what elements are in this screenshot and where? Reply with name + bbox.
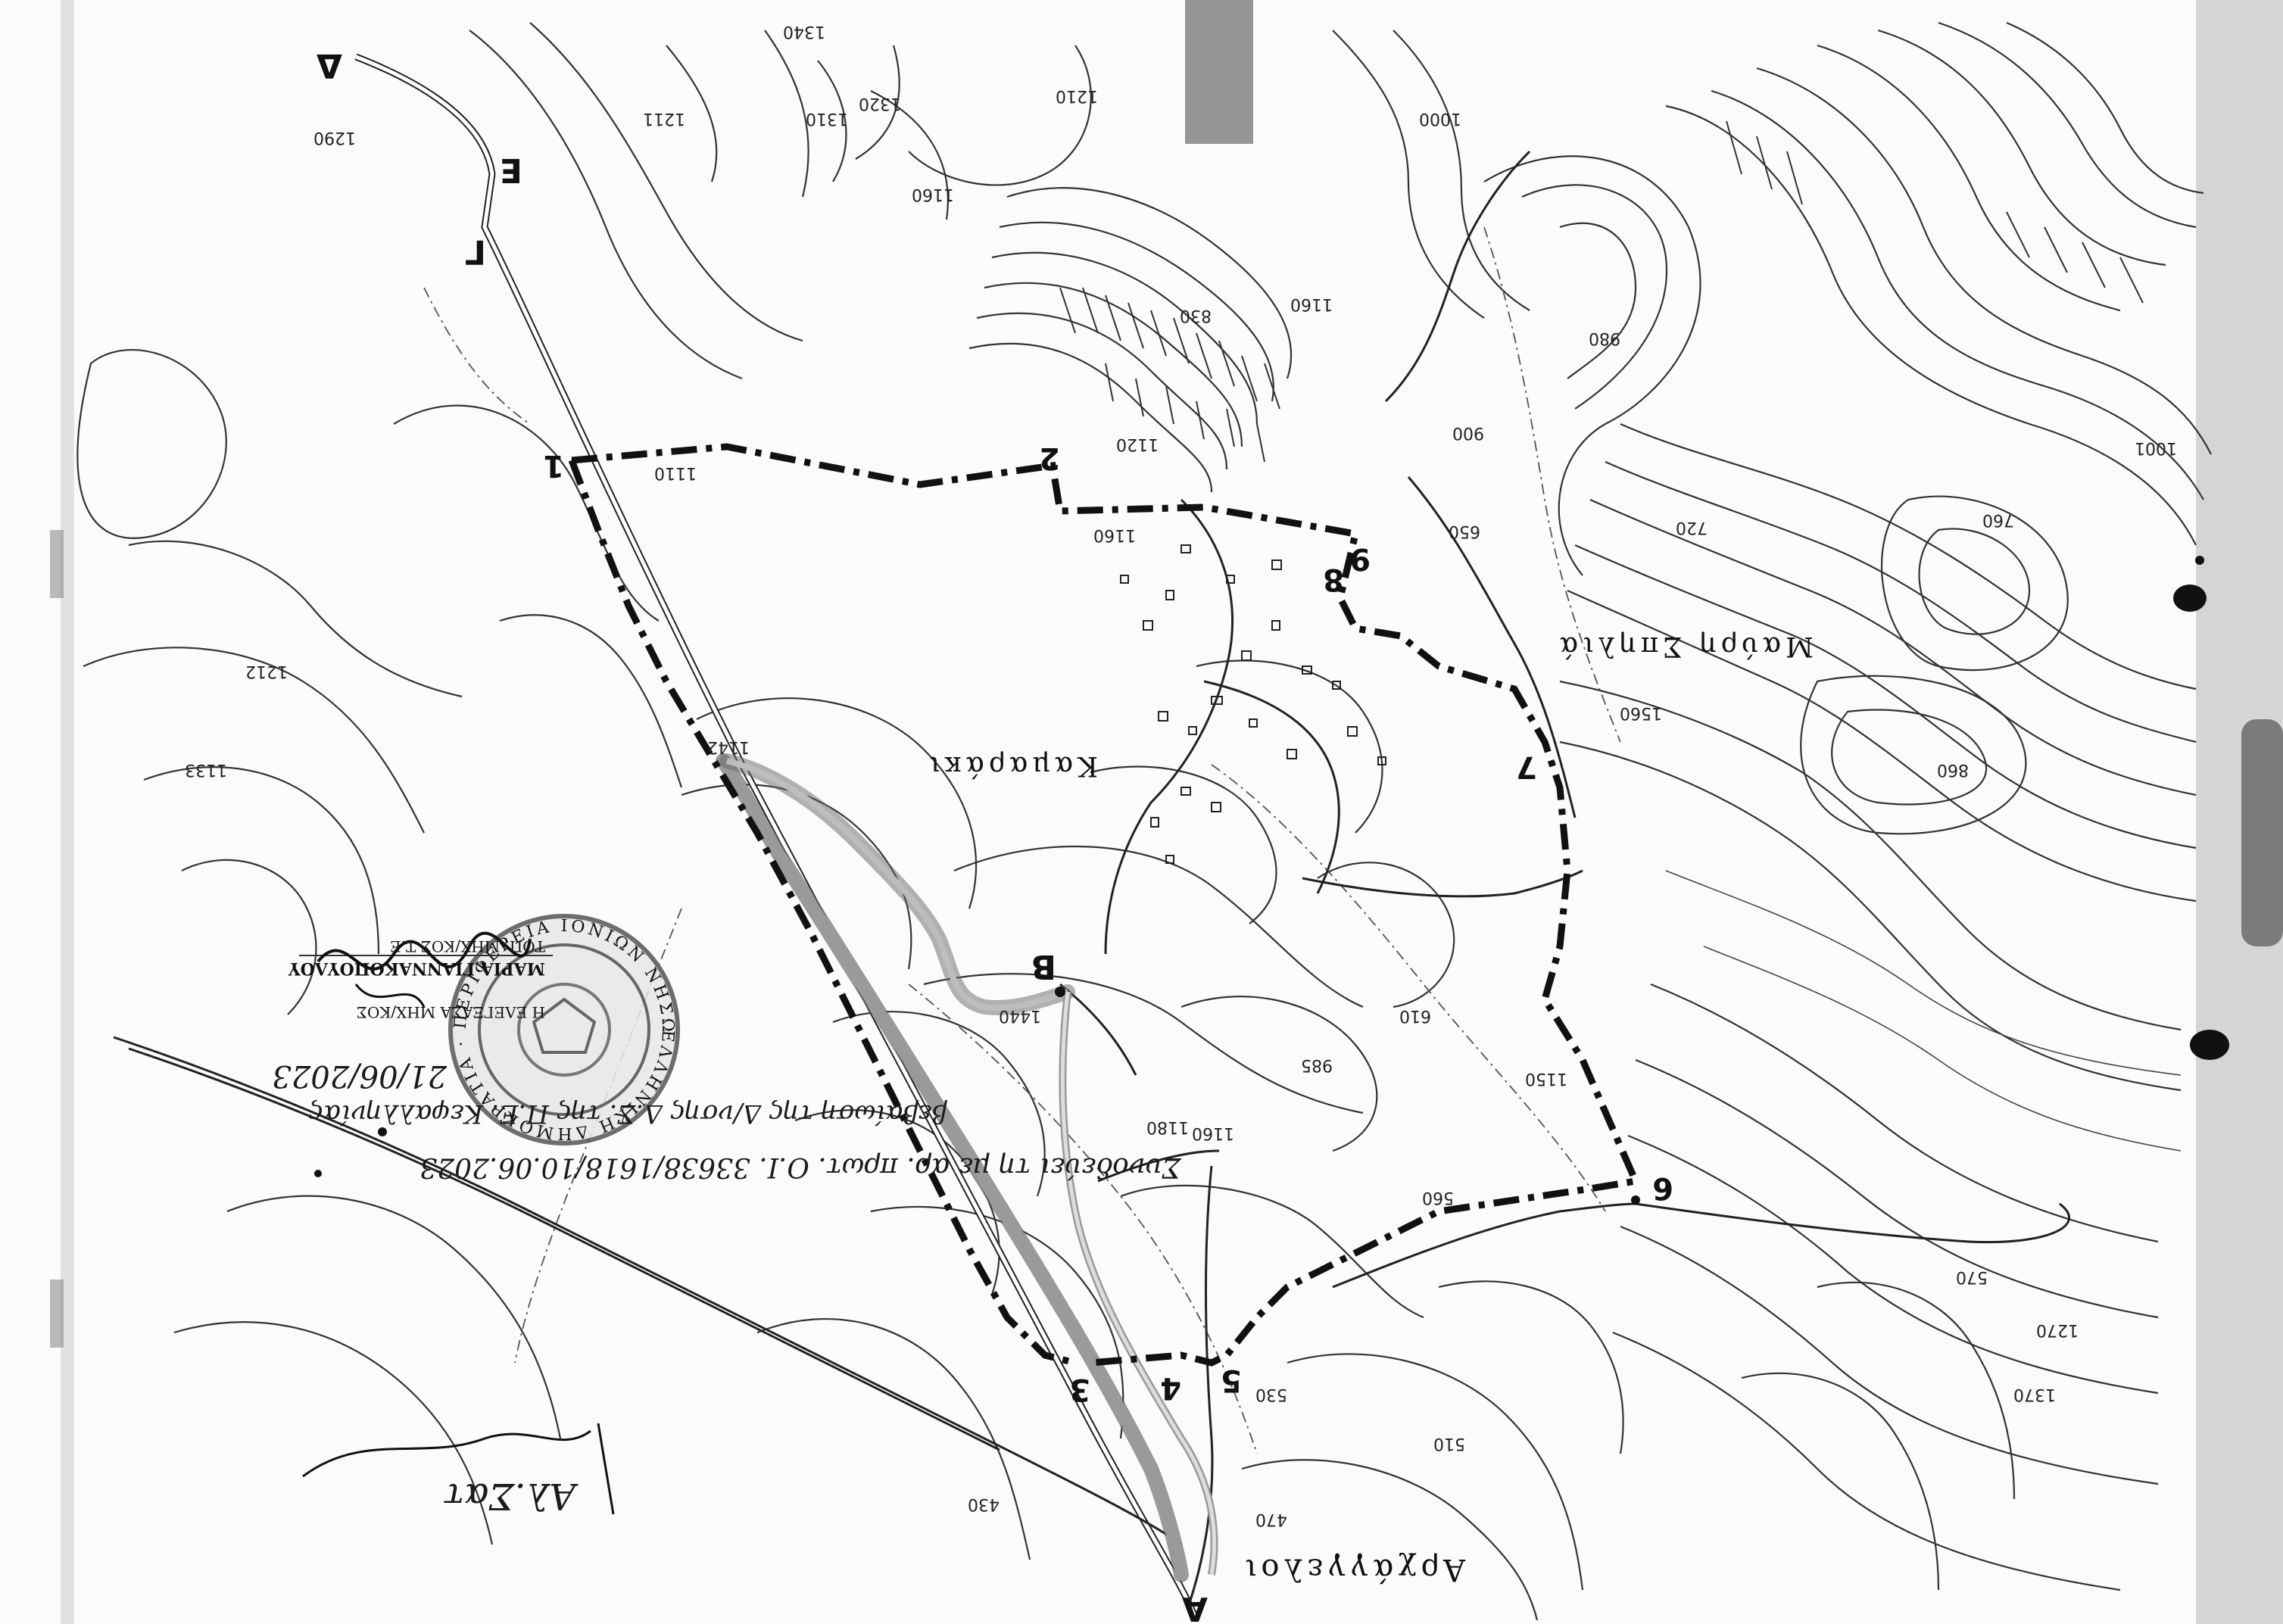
elevation-label: 430 — [968, 1495, 1000, 1513]
note-line-2: βεβαίωση της Δ/νσης Δ.Σ. της Π.Ε. Κεφαλλ… — [308, 1099, 948, 1129]
elevation-label: 1210 — [1056, 86, 1098, 105]
elevation-label: 1310 — [806, 109, 848, 128]
handwritten-note: 21/06/2023 βεβαίωση της Δ/νσης Δ.Σ. της … — [272, 1058, 1183, 1517]
settlement-boundary — [568, 443, 1641, 1367]
road-point-A: Α — [1182, 1589, 1208, 1624]
elevation-label: 570 — [1956, 1267, 1988, 1286]
road-point-G: Γ — [465, 232, 486, 271]
elevation-label: 1340 — [783, 22, 825, 41]
elevation-label: 1110 — [654, 463, 697, 482]
elevation-label: 1160 — [912, 185, 954, 204]
elevation-label: 1160 — [1093, 525, 1136, 544]
village-buildings — [1120, 544, 1386, 864]
elevation-label: 830 — [1180, 306, 1212, 325]
road-point-E: Ε — [500, 151, 522, 189]
boundary-point-5: 5 — [1221, 1363, 1242, 1398]
elevation-label: 1270 — [2036, 1320, 2079, 1339]
slope-hatching — [1059, 120, 2144, 463]
signature: Αλ.Σατ — [443, 1475, 579, 1517]
elevation-label: 610 — [1399, 1006, 1431, 1025]
elevation-label: 1320 — [859, 94, 901, 113]
road-point-B: Β — [1031, 947, 1056, 986]
elevation-label: 1133 — [185, 760, 227, 779]
boundary-point-labels: 1 2 3 4 5 6 7 8 9 — [543, 441, 1673, 1407]
elevation-label: 980 — [1589, 329, 1620, 348]
boundary-point-1: 1 — [543, 448, 564, 483]
map-marks — [314, 556, 2204, 1205]
elevation-label: 900 — [1452, 423, 1484, 442]
place-archangelos: Αρχάγγελοι — [1240, 1552, 1466, 1587]
elevation-labels: 1212 1210 1290 1340 1320 1310 1211 1160 … — [185, 22, 2177, 1529]
elevation-label: 1180 — [1146, 1117, 1189, 1136]
official-stamp: ΕΛΛΗΝΙΚΗ ΔΗΜΟΚΡΑΤΙΑ · ΠΕΡΙΦΕΡΕΙΑ ΙΟΝΙΩΝ … — [448, 914, 680, 1146]
elevation-label: 760 — [1982, 510, 2014, 529]
boundary-point-3: 3 — [1069, 1372, 1090, 1407]
elevation-label: 1290 — [313, 128, 356, 147]
road-point-D: Δ — [317, 46, 342, 85]
elevation-label: 1001 — [2135, 438, 2177, 457]
elevation-label: 1150 — [1525, 1069, 1567, 1088]
elevation-label: 1212 — [245, 662, 288, 681]
elevation-label: 1370 — [2013, 1385, 2056, 1404]
elevation-label: 1120 — [1116, 435, 1159, 454]
punch-holes — [50, 530, 64, 1348]
elevation-label: 860 — [1937, 760, 1969, 779]
elevation-label: 1211 — [643, 109, 685, 128]
elevation-label: 650 — [1449, 522, 1480, 541]
elevation-label: 1160 — [1192, 1124, 1234, 1142]
boundary-point-2: 2 — [1039, 441, 1060, 475]
place-kamaraki: Καμαράκι — [925, 750, 1098, 781]
boundary-point-7: 7 — [1516, 750, 1537, 784]
elevation-label: 470 — [1255, 1510, 1287, 1529]
elevation-label: 985 — [1301, 1055, 1333, 1074]
elevation-label: 510 — [1433, 1434, 1465, 1453]
highlighted-road — [716, 753, 1218, 1582]
place-names: Καμαράκι Μαύρη Σπηλιά Αρχάγγελοι — [925, 631, 1814, 1587]
elevation-label: 530 — [1255, 1385, 1287, 1404]
note-date: 21/06/2023 — [272, 1058, 448, 1093]
place-mavri-spilia: Μαύρη Σπηλιά — [1555, 631, 1814, 662]
elevation-label: 1560 — [1620, 703, 1662, 722]
elevation-label: 1440 — [999, 1006, 1041, 1025]
elevation-label: 1142 — [707, 737, 750, 756]
boundary-point-8: 8 — [1323, 562, 1344, 597]
engineer-seal: Η ΕΛΕΓΞΑΣΑ ΜΗΧ/ΚΟΣ ΜΑΡΙΑ ΓΙΑΝΝΑΚΟΠΟΥΛΟΥ … — [288, 931, 553, 1021]
elevation-label: 1000 — [1419, 109, 1461, 128]
elevation-label: 560 — [1422, 1188, 1454, 1207]
road-point-labels: Α Β Γ Δ Ε — [317, 46, 1208, 1624]
seal-line-2: ΜΑΡΙΑ ΓΙΑΝΝΑΚΟΠΟΥΛΟΥ — [288, 959, 545, 978]
note-line-1: Συνοδεύει τη με αρ. πρωτ. Ο.Ι. 33638/161… — [419, 1152, 1183, 1183]
boundary-point-4: 4 — [1160, 1370, 1181, 1405]
boundary-point-6: 6 — [1652, 1170, 1673, 1205]
elevation-label: 1160 — [1290, 295, 1333, 313]
contour-lines — [76, 21, 2212, 1621]
seal-line-1: Η ΕΛΕΓΞΑΣΑ ΜΗΧ/ΚΟΣ — [357, 1003, 545, 1021]
elevation-label: 720 — [1676, 518, 1708, 537]
boundary-point-9: 9 — [1349, 541, 1371, 576]
